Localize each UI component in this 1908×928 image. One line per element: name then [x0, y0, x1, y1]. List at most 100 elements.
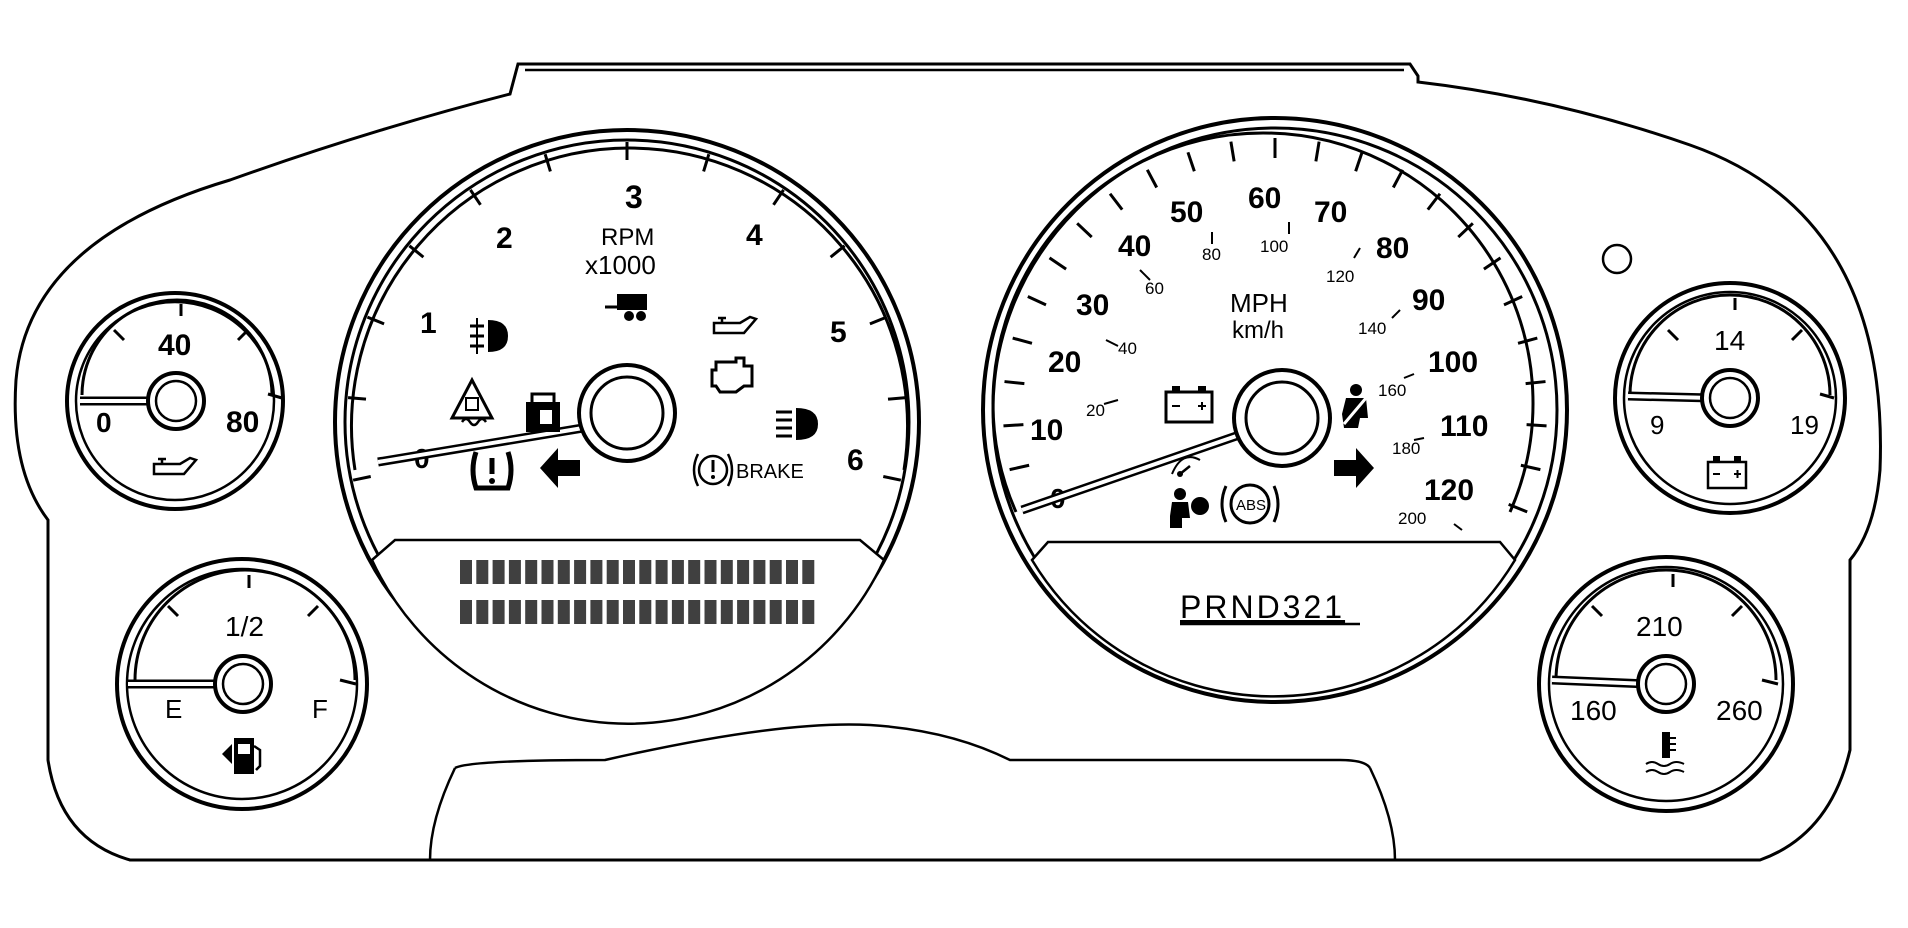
lcd-segment: [802, 560, 815, 584]
temp-label-max: 260: [1716, 695, 1763, 726]
speedo-tick: [1520, 463, 1541, 472]
kmh-label-40: 40: [1118, 339, 1137, 358]
oil-can-icon: [712, 315, 759, 335]
mph-label-60: 60: [1248, 182, 1281, 215]
speedo-tick: [1483, 256, 1502, 271]
lcd-segment: [574, 600, 587, 624]
cruise-icon: [1171, 456, 1201, 477]
lcd-segment: [671, 600, 684, 624]
kmh-label-200: 200: [1398, 509, 1426, 528]
tach-tick: [829, 244, 846, 259]
speedo-tick: [1354, 151, 1364, 172]
lcd-segment: [802, 600, 815, 624]
lcd-segment: [671, 560, 684, 584]
kmh-label-80: 80: [1202, 245, 1221, 264]
lcd-segment: [655, 560, 668, 584]
volt-label-min: 9: [1650, 410, 1664, 440]
speedo-tick: [1517, 336, 1538, 345]
lcd-segment: [557, 560, 570, 584]
airbag-icon: [1170, 488, 1209, 528]
fuel-label-empty: E: [165, 694, 182, 724]
seatbelt-icon: [1342, 384, 1368, 428]
lcd-segment: [476, 560, 489, 584]
oil-label-mid: 40: [158, 329, 191, 362]
kmh-tick-marks: [1103, 222, 1463, 531]
tach-tick: [882, 475, 902, 482]
mph-label-40: 40: [1118, 230, 1151, 263]
lcd-segment: [623, 600, 635, 624]
lcd-segment: [769, 600, 782, 624]
fuel-ticks: [166, 575, 357, 686]
lcd-segment: [753, 600, 766, 624]
tach-label-5: 5: [830, 316, 847, 349]
speedo-tick: [1526, 423, 1547, 428]
speedo-tick: [1391, 169, 1405, 189]
kmh-label-20: 20: [1086, 401, 1105, 420]
lcd-segment: [720, 600, 733, 624]
fuel-gauge: 1/2 E F: [115, 557, 369, 811]
lcd-segment: [753, 560, 766, 584]
lcd-segment: [737, 600, 750, 624]
speedo-ticks: [1003, 138, 1547, 514]
fuel-label-full: F: [312, 694, 328, 724]
lcd-segment: [508, 600, 521, 624]
lcd-segment: [606, 600, 619, 624]
lcd-segment: [492, 560, 505, 584]
mph-label-90: 90: [1412, 284, 1445, 317]
lcd-segment: [541, 600, 554, 624]
tach-label-6: 6: [847, 444, 864, 477]
speedo-tick: [1076, 222, 1093, 239]
speedo-scale-arc: [991, 131, 1535, 513]
tach-multiplier: x1000: [585, 250, 656, 280]
mph-label-30: 30: [1076, 289, 1109, 322]
battery-icon: [1164, 386, 1214, 424]
volt-scale-arc: [1628, 293, 1832, 396]
tach-ticks: [347, 142, 907, 482]
speedo-tick: [1009, 463, 1030, 472]
speedo-tick: [1503, 295, 1523, 307]
speedo-tick: [1027, 295, 1047, 307]
tach-tick: [347, 396, 367, 401]
mph-label-120: 120: [1424, 474, 1474, 507]
speedo-tick: [1145, 169, 1159, 189]
tach-tick: [366, 315, 385, 326]
tachometer: 1 2 3 4 5 6 0 RPM x1000: [333, 128, 921, 725]
abs-label: ABS: [1236, 497, 1266, 514]
turn-left-icon: [540, 448, 580, 488]
tire-pressure-icon: [470, 451, 514, 491]
mph-label-10: 10: [1030, 414, 1063, 447]
tach-tick: [772, 189, 785, 206]
oil-scale-arc: [80, 298, 274, 396]
tach-label-1: 1: [420, 307, 437, 340]
temp-ticks: [1590, 574, 1779, 686]
speed-unit-secondary: km/h: [1232, 317, 1284, 344]
cluster-panel-line: [454, 68, 1404, 770]
trailer-icon: [605, 294, 647, 321]
lcd-segment: [639, 560, 652, 584]
lcd-segment: [476, 600, 489, 624]
oil-pressure-icon: [152, 456, 199, 476]
mph-label-20: 20: [1048, 346, 1081, 379]
check-engine-icon: [710, 356, 754, 394]
lcd-segment: [492, 600, 505, 624]
oil-label-max: 80: [226, 406, 259, 439]
fuel-label-half: 1/2: [225, 611, 264, 642]
lcd-segment: [525, 600, 538, 624]
kmh-label-180: 180: [1392, 439, 1420, 458]
turn-right-icon: [1334, 448, 1374, 488]
voltmeter-gauge: 14 9 19: [1613, 281, 1847, 515]
tach-scale-arc: [350, 146, 909, 471]
temp-label-mid: 210: [1636, 611, 1683, 642]
kmh-label-140: 140: [1358, 319, 1386, 338]
lcd-segment: [786, 560, 798, 584]
voltmeter-battery-icon: [1706, 456, 1748, 490]
lcd-segment: [460, 600, 472, 624]
lcd-segment: [688, 600, 701, 624]
speedo-tick: [1508, 503, 1528, 514]
lcd-segment: [574, 560, 587, 584]
lcd-segment: [720, 560, 733, 584]
tach-tick: [469, 189, 482, 206]
security-led-icon: [1601, 243, 1633, 275]
oil-label-min: 0: [96, 407, 112, 438]
